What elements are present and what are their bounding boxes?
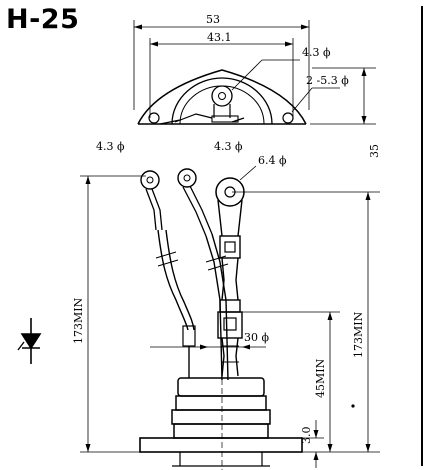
dim-lead1-terminal: 4.3 ϕ [96,140,125,153]
dim-lead2-terminal: 4.3 ϕ [214,140,243,153]
dim-center-hole: 4.3 ϕ [302,46,331,59]
dim-height: 35 [368,144,381,158]
dim-mount-holes: 2 -5.3 ϕ [306,74,349,87]
dim-lead-length-right: 173MIN [352,311,365,358]
dim-body-diameter: 30 ϕ [244,331,269,344]
dim-body-height: 45MIN [314,358,327,398]
side-view [80,165,380,470]
top-view [133,20,376,125]
dim-hole-spacing: 43.1 [207,31,232,44]
mark-dot [351,404,355,408]
dim-width-overall: 53 [206,13,220,26]
dim-flange-thickness: 3.0 [300,427,313,445]
dim-main-terminal: 6.4 ϕ [258,154,287,167]
model-title: H-25 [6,4,80,35]
thyristor-symbol [17,318,42,364]
dim-lead-length-left: 173MIN [72,297,85,344]
